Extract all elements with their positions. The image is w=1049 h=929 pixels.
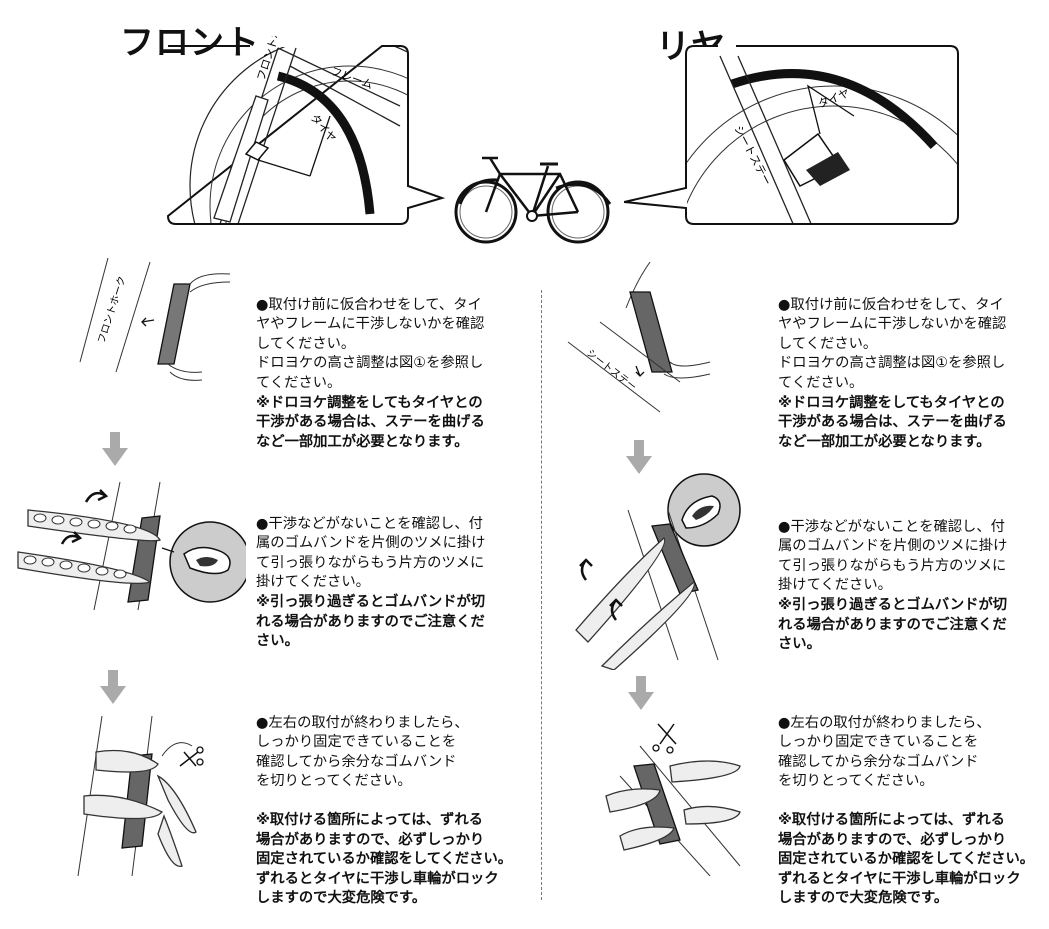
front-step3-normal: ●左右の取付が終わりましたら、 しっかり固定できていることを 確認してから余分な… bbox=[256, 714, 469, 790]
rear-step3-text: ●左右の取付が終わりましたら、 しっかり固定できていることを 確認してから余分な… bbox=[778, 694, 1046, 929]
front-step3-text: ●左右の取付が終わりましたら、 しっかり固定できていることを 確認してから余分な… bbox=[256, 694, 542, 929]
down-arrow-icon bbox=[100, 670, 126, 704]
down-arrow-icon bbox=[628, 676, 654, 710]
rear-step2-text: ●干渉などがないことを確認し、付 属のゴムバンドを片側のツメに掛け て引っ張りな… bbox=[778, 498, 1040, 674]
front-step2-warning: ※引っ張り過ぎるとゴムバンドが切 れる場合がありますのでご注意くだ さい。 bbox=[256, 593, 486, 650]
front-step1-diagram: フロントホーク bbox=[79, 257, 230, 381]
front-step1-text: ●取付け前に仮合わせをして、タイ ヤやフレームに干渉しないかを確認 してください… bbox=[256, 276, 536, 472]
rear-callout-illustration: タイヤ シートステー bbox=[624, 45, 959, 225]
rear-step1-warning: ※ドロヨケ調整をしてもタイヤとの 干渉がある場合は、ステーを曲げる など一部加工… bbox=[778, 394, 1007, 450]
front-step3-warning: ※取付ける箇所によっては、ずれる 場合がありますので、必ずしっかり 固定されてい… bbox=[256, 811, 513, 907]
rear-step3-diagram bbox=[605, 723, 741, 876]
front-step1-warning: ※ドロヨケ調整をしてもタイヤとの 干渉がある場合は、ステーを曲げる など一部加工… bbox=[256, 394, 485, 450]
rear-step1-diagram: シートステー bbox=[567, 262, 711, 413]
bicycle-icon bbox=[454, 156, 612, 244]
front-step2-normal: ●干渉などがないことを確認し、付 属のゴムバンドを片側のツメに掛け て引っ張りな… bbox=[256, 515, 486, 591]
front-callout-illustration: フロントホーク フレーム タイヤ bbox=[166, 36, 446, 225]
rear-step1-normal: ●取付け前に仮合わせをして、タイ ヤやフレームに干渉しないかを確認 してください… bbox=[778, 296, 1007, 391]
front-step1-normal: ●取付け前に仮合わせをして、タイ ヤやフレームに干渉しないかを確認 してください… bbox=[256, 296, 485, 391]
rear-step2-diagram bbox=[575, 473, 741, 670]
front-step2-text: ●干渉などがないことを確認し、付 属のゴムバンドを片側のツメに掛け て引っ張りな… bbox=[256, 495, 536, 671]
front-step2-diagram bbox=[17, 482, 246, 611]
down-arrow-icon bbox=[626, 440, 652, 474]
rear-step2-warning: ※引っ張り過ぎるとゴムバンドが切 れる場合がありますのでご注意くだ さい。 bbox=[778, 596, 1008, 653]
column-divider bbox=[541, 290, 542, 900]
rear-step2-normal: ●干渉などがないことを確認し、付 属のゴムバンドを片側のツメに掛け て引っ張りな… bbox=[778, 518, 1008, 594]
rear-stay-side-label: シートステー bbox=[584, 348, 638, 394]
rear-step1-text: ●取付け前に仮合わせをして、タイ ヤやフレームに干渉しないかを確認 してください… bbox=[778, 276, 1040, 472]
rear-step3-normal: ●左右の取付が終わりましたら、 しっかり固定できていることを 確認してから余分な… bbox=[778, 714, 991, 790]
front-title: フロント bbox=[120, 23, 260, 63]
front-step3-diagram bbox=[77, 716, 204, 877]
down-arrow-icon bbox=[102, 432, 128, 466]
rear-step3-warning: ※取付ける箇所によっては、ずれる 場合がありますので、必ずしっかり 固定されてい… bbox=[778, 811, 1035, 907]
